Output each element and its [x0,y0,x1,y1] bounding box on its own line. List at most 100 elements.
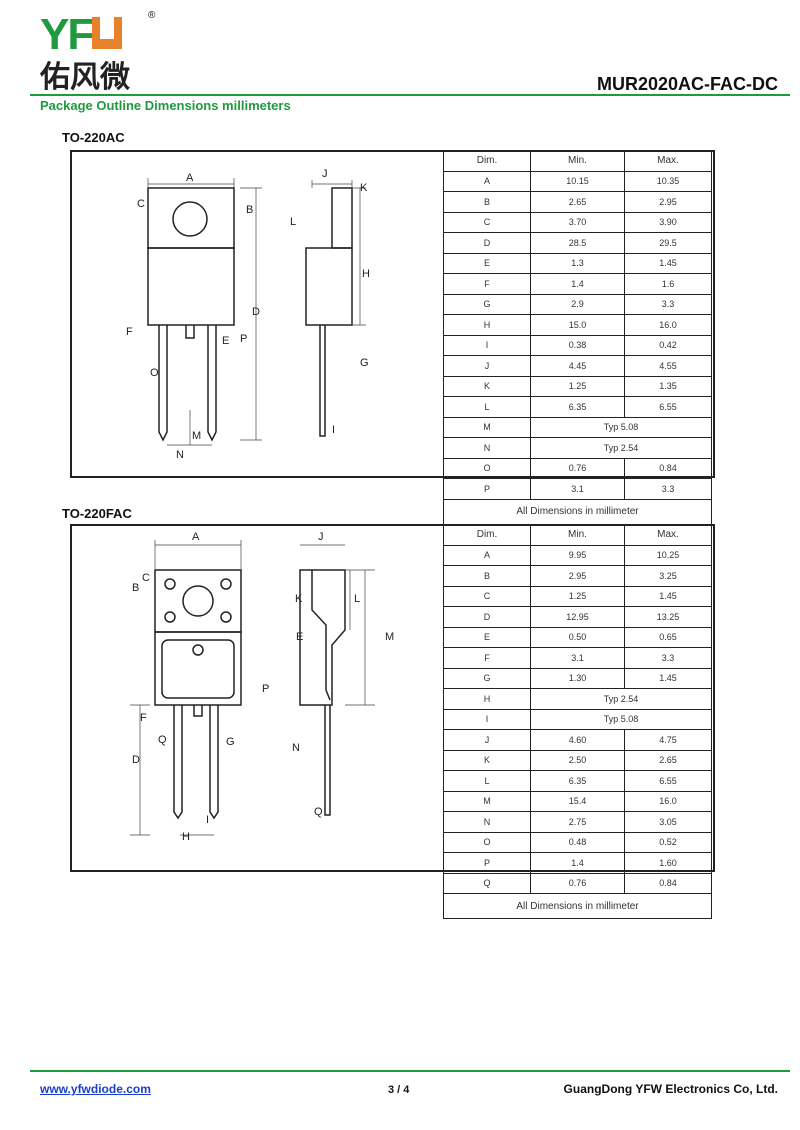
max-cell: 0.52 [624,831,712,853]
column-header: Max. [624,524,712,546]
dim-cell: B [443,565,531,587]
dim-label-q-side: Q [314,806,323,818]
dim-label-e: E [222,335,230,347]
dim-label-k: K [360,182,368,194]
dim-label-b: B [246,204,254,216]
dim-label-o: O [150,367,159,379]
logo-chinese: 佑风微 [40,60,130,95]
max-cell: 0.65 [624,626,712,648]
min-cell: 0.50 [530,626,625,648]
min-cell: 2.75 [530,811,625,833]
section-title-to220ac: TO-220AC [62,130,125,145]
dim-label-n: N [292,742,300,754]
dim-label-m: M [192,430,202,442]
min-cell: 1.25 [530,585,625,607]
company-logo: YF ® 佑风微 [40,10,155,96]
dim-cell: G [443,667,531,689]
page-subtitle: Package Outline Dimensions millimeters [40,98,291,113]
dim-cell: M [443,790,531,812]
dim-label-p: P [240,333,248,345]
part-number: MUR2020AC-FAC-DC [596,74,778,94]
dim-label-g: G [360,357,369,369]
max-cell: 3.05 [624,811,712,833]
dim-label-d: D [132,754,140,766]
dim-label-j: J [322,168,328,180]
max-cell: 4.75 [624,729,712,751]
dim-cell: J [443,729,531,751]
column-header: Min. [530,524,625,546]
logo-latin: YF [40,10,94,59]
dim-label-c: C [142,572,150,584]
website-link[interactable]: www.yfwdiode.com [40,1082,151,1096]
dim-label-a: A [192,531,200,543]
column-header: Max. [624,150,712,172]
max-cell: 3.3 [624,647,712,669]
typ-cell: Typ 2.54 [530,688,712,710]
dim-cell: P [443,852,531,874]
dim-cell: H [443,688,531,710]
min-cell: 0.48 [530,831,625,853]
dim-cell: O [443,831,531,853]
dim-cell: N [443,811,531,833]
to220ac-panel [70,150,715,478]
dim-cell: L [443,770,531,792]
dim-label-c: C [137,198,145,210]
max-cell: 1.45 [624,585,712,607]
min-cell: 2.95 [530,565,625,587]
dim-cell: E [443,626,531,648]
min-cell: 0.76 [530,872,625,894]
dim-label-l: L [290,216,297,228]
dim-cell: Q [443,872,531,894]
max-cell: 2.65 [624,749,712,771]
dim-label-j: J [318,531,324,543]
section-title-to220fac: TO-220FAC [62,506,132,521]
min-cell: 3.1 [530,647,625,669]
max-cell: 6.55 [624,770,712,792]
dim-label-f: F [126,326,133,338]
column-header: Dim. [443,524,531,546]
dim-cell: D [443,606,531,628]
min-cell: 4.60 [530,729,625,751]
max-cell: 3.25 [624,565,712,587]
dim-label-b: B [132,582,140,594]
header-divider [30,94,790,96]
dim-cell: A [443,544,531,566]
registered-mark: ® [148,10,156,21]
dim-label-h: H [362,268,370,280]
dim-label-i: I [206,814,210,826]
footer-divider [30,1070,790,1072]
dim-label-h: H [182,831,190,843]
logo-u-mark [92,17,123,49]
min-cell: 2.50 [530,749,625,771]
to220fac-panel [70,524,715,872]
min-cell: 6.35 [530,770,625,792]
max-cell: 10.25 [624,544,712,566]
dim-label-q: Q [158,734,167,746]
min-cell: 1.4 [530,852,625,874]
max-cell: 1.60 [624,852,712,874]
dim-label-m: M [385,631,395,643]
dim-label-k: K [295,593,303,605]
